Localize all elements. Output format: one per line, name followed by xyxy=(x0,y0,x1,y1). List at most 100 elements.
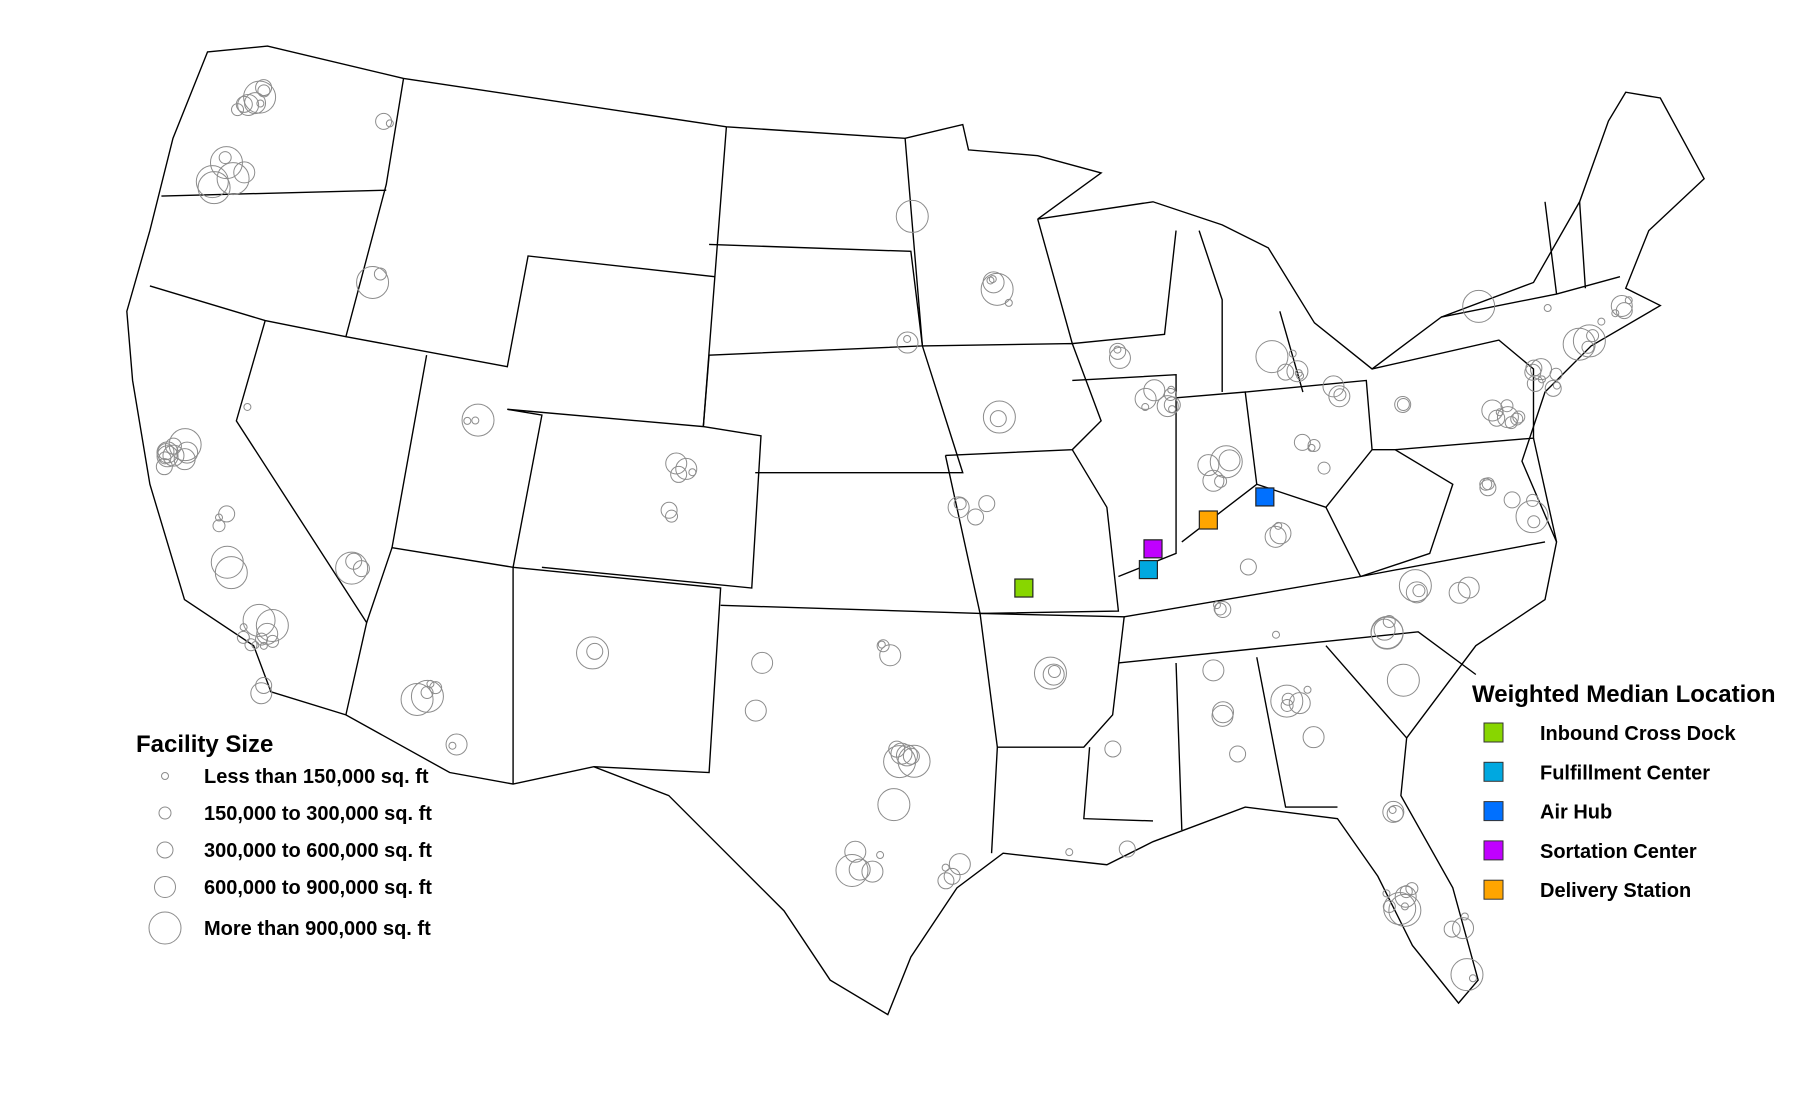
facility-circle xyxy=(1562,327,1596,361)
facility-circle xyxy=(978,495,996,513)
facility-circle xyxy=(1065,848,1074,857)
facility-circle xyxy=(1168,405,1177,414)
facility-circle xyxy=(1113,345,1122,354)
facility-circle xyxy=(335,551,369,585)
facility-circle xyxy=(461,403,495,437)
facility-circle xyxy=(195,165,229,199)
facility-circle xyxy=(463,416,472,425)
facility-circle xyxy=(1452,917,1475,940)
facility-circle xyxy=(1307,439,1321,453)
size-symbol-icon xyxy=(158,806,172,820)
facility-circle xyxy=(244,638,258,652)
facility-circle xyxy=(1496,406,1519,429)
facility-circle xyxy=(410,679,444,713)
median-marker xyxy=(1255,487,1275,507)
facility-circle xyxy=(1212,601,1221,610)
median-legend-item: Air Hub xyxy=(1540,802,1612,824)
facility-circle xyxy=(1400,902,1409,911)
median-marker xyxy=(1138,559,1158,580)
facility-circle xyxy=(877,640,886,649)
size-symbol-icon xyxy=(148,911,182,945)
facility-circle xyxy=(1581,340,1595,354)
facility-circle xyxy=(1586,329,1600,343)
facility-circle xyxy=(1500,399,1514,413)
facility-circle xyxy=(176,441,199,464)
facility-circle xyxy=(941,863,950,872)
facility-circle xyxy=(1515,500,1549,534)
facility-circle xyxy=(1202,659,1225,682)
facility-circle xyxy=(233,161,256,184)
legend-swatch xyxy=(1483,840,1504,861)
facility-circle xyxy=(751,651,774,674)
facility-circle xyxy=(1214,474,1228,488)
facility-circle xyxy=(1412,584,1426,598)
median-legend-title: Weighted Median Location xyxy=(1472,681,1776,708)
facility-circle xyxy=(1272,630,1281,639)
facility-circle xyxy=(216,162,250,196)
facility-circle xyxy=(1288,692,1311,715)
facility-circle xyxy=(1468,974,1477,983)
facility-circle xyxy=(1042,663,1065,686)
facility-circle xyxy=(848,858,871,881)
facility-circle xyxy=(255,79,273,97)
facility-circle xyxy=(1370,616,1404,650)
facility-circle xyxy=(1386,804,1404,822)
facility-circle xyxy=(980,272,1014,306)
facility-circle xyxy=(1317,461,1331,475)
size-symbol-icon xyxy=(156,841,174,859)
median-legend-item: Fulfillment Center xyxy=(1540,762,1710,784)
facility-size-legend: Facility Size Less than 150,000 sq. ft15… xyxy=(136,731,432,945)
facility-circle xyxy=(947,496,970,519)
facility-circle xyxy=(576,636,610,670)
facility-circle xyxy=(744,699,767,722)
facility-circle xyxy=(1270,684,1304,718)
facility-circle xyxy=(1382,900,1396,914)
facility-circle xyxy=(1388,805,1397,814)
facility-circle xyxy=(255,676,273,694)
facility-circle xyxy=(1333,388,1347,402)
facility-circle xyxy=(448,741,457,750)
facility-circle xyxy=(844,840,867,863)
median-legend-item: Inbound Cross Dock xyxy=(1540,723,1736,745)
facility-circle xyxy=(1624,296,1633,305)
facility-circle xyxy=(385,119,394,128)
facility-legend-item: 150,000 to 300,000 sq. ft xyxy=(204,803,432,825)
us-states-layer xyxy=(126,45,1705,1016)
facility-circle xyxy=(1047,664,1061,678)
facility-circle xyxy=(989,410,1007,428)
facility-circle xyxy=(675,457,698,480)
facility-circle xyxy=(375,112,393,130)
facility-circle xyxy=(168,428,202,462)
facility-circle xyxy=(903,334,912,343)
facility-circle xyxy=(210,545,244,579)
facility-circle xyxy=(895,199,929,233)
facility-circle xyxy=(257,84,271,98)
facility-circle xyxy=(237,93,260,116)
facility-circle xyxy=(1479,479,1497,497)
facility-circle xyxy=(471,416,480,425)
facility-circle xyxy=(242,603,276,637)
facility-circle xyxy=(1307,443,1316,452)
facility-circle xyxy=(1611,309,1620,318)
facility-circle xyxy=(586,642,604,660)
facility-circle xyxy=(1163,396,1181,414)
median-legend-item: Sortation Center xyxy=(1540,841,1697,863)
facility-circle xyxy=(1229,745,1247,763)
facility-circle xyxy=(345,552,363,570)
size-symbol-icon xyxy=(154,876,176,898)
facility-circle xyxy=(400,682,434,716)
facility-circle xyxy=(1510,412,1524,426)
median-marker xyxy=(1014,578,1034,598)
facility-legend-item: 300,000 to 600,000 sq. ft xyxy=(204,840,432,862)
facility-circle xyxy=(670,465,688,483)
facility-circle xyxy=(1530,358,1553,381)
facility-circle xyxy=(156,445,179,468)
median-marker xyxy=(1198,510,1218,530)
facility-circle xyxy=(1462,289,1496,323)
facility-circle xyxy=(1373,618,1396,641)
facility-circle xyxy=(876,851,885,860)
facility-circle xyxy=(953,497,967,511)
facility-circle xyxy=(1615,302,1633,320)
